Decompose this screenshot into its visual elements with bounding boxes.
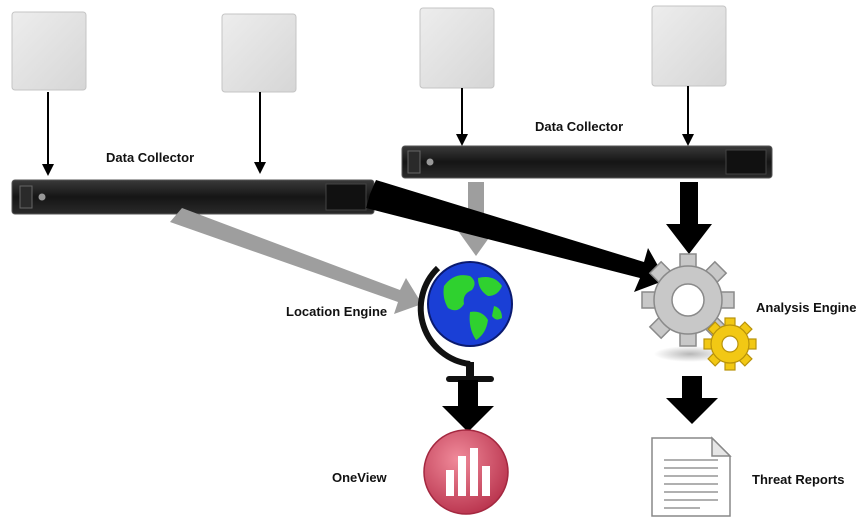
rack-appliance-icon <box>401 145 773 179</box>
ap-link-arrow <box>254 92 266 174</box>
access-point-icon <box>221 13 297 93</box>
ap-link-arrow <box>42 92 54 176</box>
globe-icon <box>417 261 513 382</box>
analysis-engine-label: Analysis Engine <box>756 300 857 315</box>
rack-appliance-icon <box>11 179 375 215</box>
black-flow-arrow <box>366 180 666 292</box>
location-engine-label: Location Engine <box>286 304 388 319</box>
oneview-label: OneView <box>332 470 387 485</box>
ap-link-arrow <box>456 88 468 146</box>
access-point-icon <box>419 7 495 89</box>
access-point-icon <box>11 11 87 91</box>
black-flow-arrow <box>666 376 718 424</box>
ap-link-arrow <box>682 86 694 146</box>
black-flow-arrow <box>666 182 712 254</box>
gear-icon <box>641 253 757 371</box>
access-point-icon <box>651 5 727 87</box>
data-collector-right-label: Data Collector <box>535 119 624 134</box>
document-icon <box>651 436 732 517</box>
gray-flow-arrow <box>170 208 422 314</box>
bar-chart-icon <box>423 429 509 515</box>
data-collector-left-label: Data Collector <box>106 150 195 165</box>
threat-reports-label: Threat Reports <box>752 472 845 487</box>
black-flow-arrow <box>442 380 494 432</box>
